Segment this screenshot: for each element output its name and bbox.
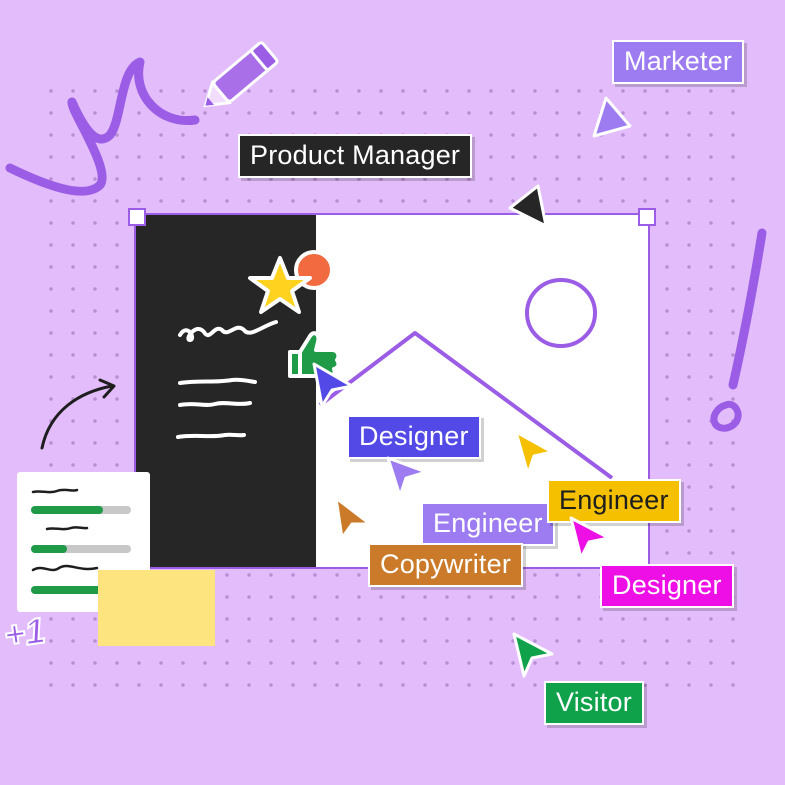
engineer-label-yellow: Engineer <box>547 479 681 523</box>
designer-cursor-icon <box>386 456 428 498</box>
copywriter-label: Copywriter <box>368 543 524 587</box>
yellow-cursor-icon <box>514 430 554 476</box>
star-sticker-icon <box>248 250 334 314</box>
blue-cursor-icon <box>312 362 354 408</box>
magenta-cursor-icon <box>569 516 611 560</box>
marketer-label: Marketer <box>612 40 745 84</box>
designer-label-magenta: Designer <box>600 564 734 608</box>
engineer-label-violet: Engineer <box>421 502 555 546</box>
exclamation-doodle <box>710 228 767 432</box>
plus-one-badge: +1 <box>0 608 48 656</box>
product-manager-cursor-icon <box>508 184 548 228</box>
visitor-cursor-icon <box>512 632 554 678</box>
copywriter-cursor-icon <box>334 496 372 540</box>
product-manager-label: Product Manager <box>238 134 473 178</box>
designer-label-blue: Designer <box>347 415 481 459</box>
sticky-note[interactable] <box>98 570 215 646</box>
resize-handle-top-left[interactable] <box>128 208 146 226</box>
pen-icon <box>203 41 279 108</box>
resize-handle-top-right[interactable] <box>638 208 656 226</box>
marketer-cursor-icon <box>592 96 632 138</box>
visitor-label: Visitor <box>544 681 644 725</box>
thumbs-up-sticker-icon <box>288 331 341 378</box>
